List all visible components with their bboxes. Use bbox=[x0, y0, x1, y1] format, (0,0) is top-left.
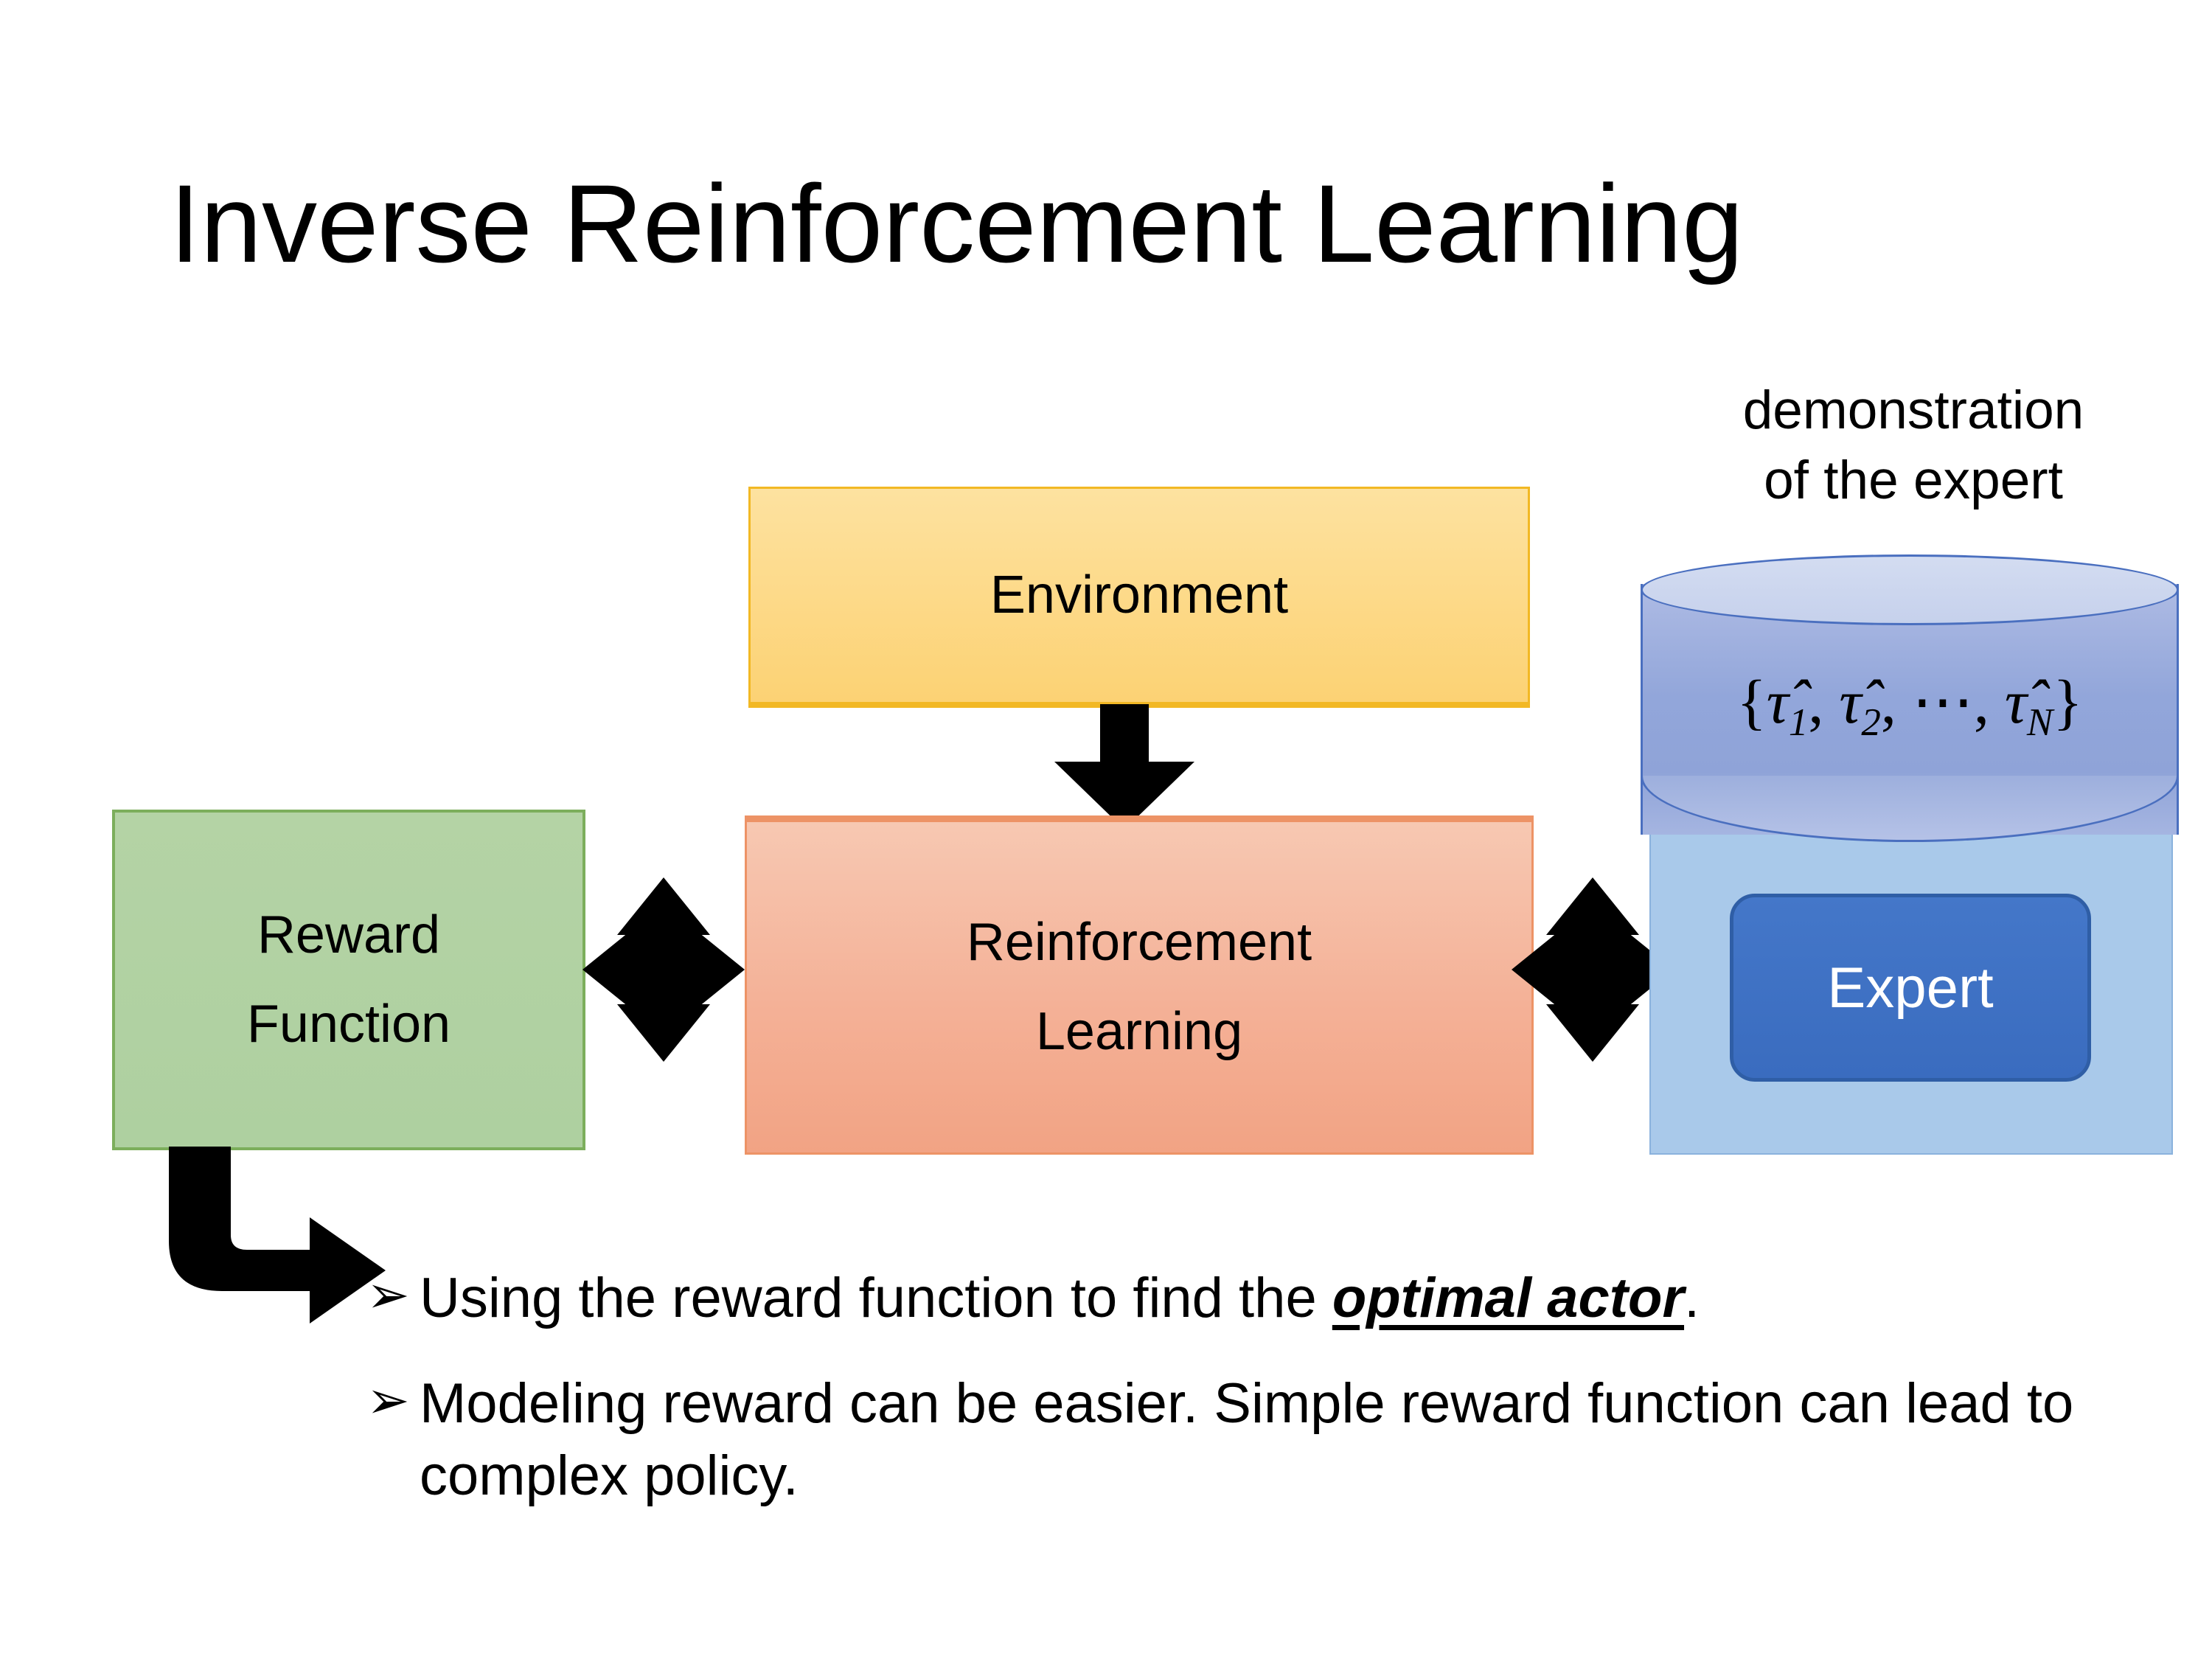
reinforcement-learning-box: Reinforcement Learning bbox=[745, 815, 1534, 1155]
cylinder-top-ellipse bbox=[1641, 554, 2179, 625]
expert-box-label: Expert bbox=[1827, 955, 1994, 1020]
environment-box: Environment bbox=[748, 487, 1530, 708]
formula-tau-1: τ̂ bbox=[1766, 668, 1789, 737]
formula-sub-2: 2 bbox=[1861, 700, 1881, 744]
page-title: Inverse Reinforcement Learning bbox=[170, 161, 1744, 285]
reward-to-bullets-arrow bbox=[169, 1147, 386, 1324]
environment-to-rl-arrow bbox=[1054, 704, 1194, 830]
expert-box: Expert bbox=[1730, 894, 2091, 1082]
reward-function-box: Reward Function bbox=[112, 810, 585, 1150]
environment-box-label: Environment bbox=[990, 565, 1289, 625]
formula-comma-3: , bbox=[1973, 668, 2005, 737]
bullet-1-text-after: . bbox=[1684, 1267, 1700, 1329]
bullet-1-emphasis: optimal actor bbox=[1332, 1267, 1685, 1329]
bullet-text-1: Using the reward function to find the op… bbox=[420, 1262, 2099, 1334]
rl-expert-link-arrow bbox=[1512, 877, 1674, 1062]
reward-function-label-line1: Reward bbox=[257, 905, 441, 964]
reinforcement-learning-label-line1: Reinforcement bbox=[966, 912, 1312, 972]
list-item: ➢ Modeling reward can be easier. Simple … bbox=[366, 1368, 2099, 1512]
trajectory-set-formula: {τ̂1, τ̂2, ⋯, τ̂N} bbox=[1641, 665, 2179, 745]
formula-open-brace: { bbox=[1736, 668, 1767, 737]
trajectory-database-cylinder: {τ̂1, τ̂2, ⋯, τ̂N} bbox=[1641, 554, 2179, 864]
demonstration-caption: demonstration of the expert bbox=[1648, 376, 2179, 516]
reward-rl-link-arrow bbox=[582, 877, 745, 1062]
formula-tau-n: τ̂ bbox=[2004, 668, 2027, 737]
formula-comma-1: , bbox=[1808, 668, 1840, 737]
formula-close-brace: } bbox=[2053, 668, 2083, 737]
demonstration-caption-line2: of the expert bbox=[1764, 450, 2063, 510]
bullet-arrow-icon: ➢ bbox=[366, 1371, 410, 1430]
bullet-text-2: Modeling reward can be easier. Simple re… bbox=[420, 1368, 2099, 1512]
bullet-arrow-icon: ➢ bbox=[366, 1266, 410, 1324]
bullet-list: ➢ Using the reward function to find the … bbox=[366, 1262, 2099, 1512]
bullet-2-line1: Modeling reward can be easier. Simple re… bbox=[420, 1372, 1573, 1436]
bullet-1-text-before: Using the reward function to find the bbox=[420, 1267, 1332, 1329]
formula-sub-1: 1 bbox=[1788, 700, 1809, 744]
bullet-2-line2: function can lead to complex policy. bbox=[420, 1372, 2074, 1507]
formula-comma-2: , bbox=[1880, 668, 1912, 737]
reward-function-label-line2: Function bbox=[246, 995, 451, 1054]
demonstration-caption-line1: demonstration bbox=[1742, 380, 2084, 440]
formula-sub-n: N bbox=[2026, 700, 2053, 744]
formula-tau-2: τ̂ bbox=[1839, 668, 1862, 737]
reinforcement-learning-label-line2: Learning bbox=[1035, 1002, 1243, 1061]
formula-ellipsis: ⋯ bbox=[1911, 668, 1974, 737]
list-item: ➢ Using the reward function to find the … bbox=[366, 1262, 2099, 1334]
